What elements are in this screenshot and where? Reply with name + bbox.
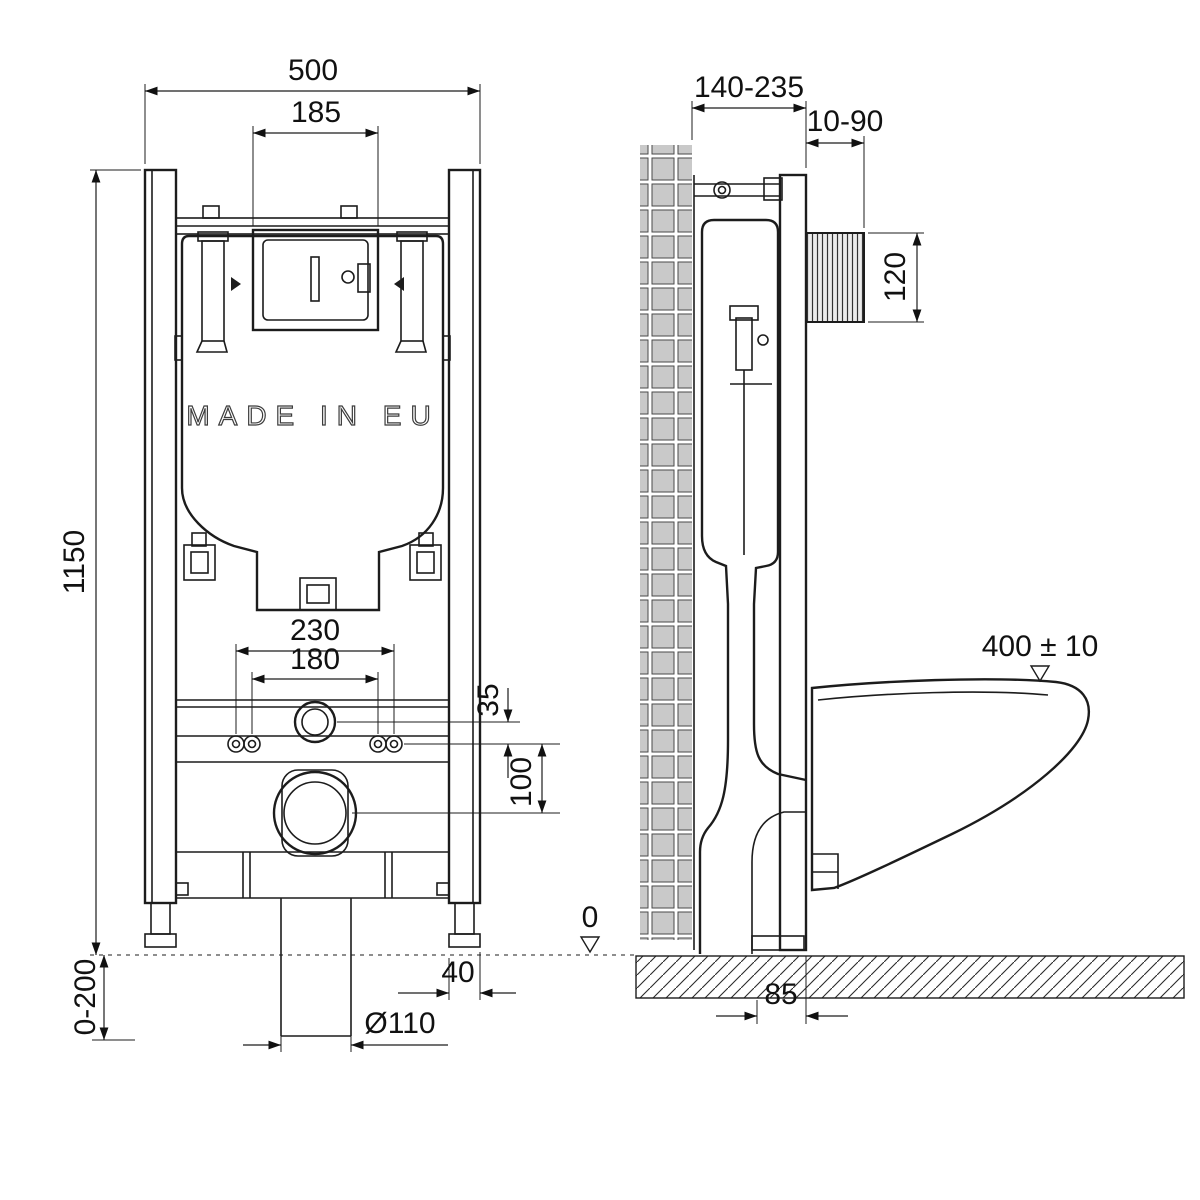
dim-bowl-rim-height: 400 ± 10	[982, 630, 1099, 683]
flush-actuator	[805, 232, 865, 323]
flush-plate-opening	[251, 228, 380, 332]
dim-outlet-setback: 85	[716, 956, 848, 1024]
dim-actuator-height: 120	[868, 232, 924, 323]
dim-leg-adjustment: 0-200	[69, 955, 135, 1041]
lower-crossbars	[176, 699, 449, 899]
floor-level-label: 0	[582, 901, 599, 934]
dim-actuator-height-label: 120	[879, 252, 912, 302]
dim-overall-height-label: 1150	[58, 530, 91, 595]
dim-frame-depth: 140-235	[691, 71, 807, 168]
wall-hung-bowl	[810, 678, 1091, 892]
dim-inlet-to-fixings-label: 35	[472, 683, 505, 716]
level-triangle-icon	[579, 936, 601, 954]
dim-flush-plate-width: 185	[252, 96, 379, 226]
dim-bowl-rim-height-label: 400 ± 10	[982, 630, 1099, 663]
dim-fixings-to-outlet: 100	[352, 744, 560, 814]
dim-outer-fixing-span-label: 230	[290, 614, 340, 647]
lower-brackets	[183, 532, 442, 581]
dim-outlet-setback-label: 85	[764, 978, 797, 1011]
dim-frame-depth-label: 140-235	[694, 71, 804, 104]
floor-hatch	[635, 955, 1185, 999]
side-view: 140-235 10-90 120 400 ± 10 85	[635, 71, 1185, 1024]
dim-leg-adjustment-label: 0-200	[69, 959, 102, 1036]
dim-fixings-to-outlet-label: 100	[505, 757, 538, 807]
fixing-holes	[227, 735, 403, 753]
dim-inner-fixing-span: 180	[251, 643, 379, 734]
wall-bracket	[694, 177, 783, 201]
top-crossbar	[175, 205, 450, 235]
floor-level-marker: 0	[90, 901, 636, 956]
dim-flush-plate-width-label: 185	[291, 96, 341, 129]
level-triangle-icon	[1029, 665, 1051, 683]
dim-foot-width-label: 40	[441, 956, 474, 989]
tiled-wall	[640, 145, 692, 940]
dim-foot-width: 40	[398, 952, 516, 1000]
front-view: MADE IN EU	[58, 54, 636, 1052]
adjustable-feet	[144, 902, 481, 948]
dim-inner-fixing-span-label: 180	[290, 643, 340, 676]
embossed-made-in-eu-text: MADE IN EU	[186, 400, 439, 431]
water-inlet	[293, 700, 337, 744]
drain-outlet	[272, 769, 358, 1037]
dim-overall-width-label: 500	[288, 54, 338, 87]
cistern-front: MADE IN EU	[174, 234, 451, 612]
frame-rails	[143, 168, 482, 905]
dim-outlet-diameter: Ø110	[243, 1007, 448, 1052]
dim-actuator-depth-label: 10-90	[807, 105, 884, 138]
dim-overall-height: 1150	[58, 169, 141, 955]
dim-outer-fixing-span: 230	[235, 614, 395, 734]
dim-inlet-to-fixings: 35	[337, 683, 560, 778]
dim-actuator-depth: 10-90	[806, 105, 883, 228]
cistern-profile	[698, 218, 807, 954]
dim-outlet-diameter-label: Ø110	[364, 1007, 435, 1040]
dim-overall-width: 500	[144, 54, 481, 164]
side-clamps	[195, 231, 428, 353]
